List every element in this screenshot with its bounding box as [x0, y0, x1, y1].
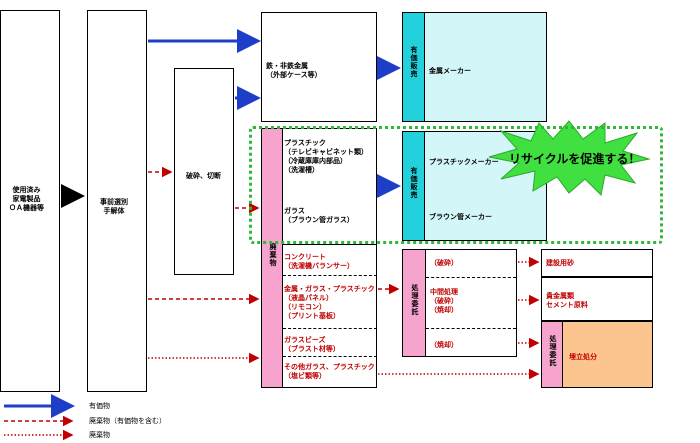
legend-label-waste: 廃棄物 — [89, 431, 110, 439]
preprocess-label: 事前選別 手解体 — [100, 198, 128, 215]
beads-item: ガラスビーズ （ブラスト材等） — [284, 336, 340, 353]
shred-label: 破砕、切断 — [186, 172, 221, 180]
plastic-maker-label: プラスチックメーカー — [429, 158, 499, 166]
metal-label: 鉄・非鉄金属 （外部ケース等） — [266, 62, 322, 79]
divider — [283, 275, 377, 276]
source-box: 使用済み 家電製品 ＯＡ機器等 — [0, 10, 60, 392]
concrete-item: コンクリート （洗濯機バランサー） — [284, 253, 354, 270]
metal-maker-box: 金属メーカー — [424, 12, 547, 122]
sale-label-2: 有価販売 — [410, 167, 418, 199]
metal-box: 鉄・非鉄金属 （外部ケース等） — [261, 12, 377, 122]
sand-box: 建設用砂 — [541, 249, 653, 277]
precious-box: 貴金属類 セメント原料 — [541, 277, 653, 321]
burst-text: リサイクルを促進する！ — [509, 152, 641, 166]
contract-box-2: 処理委託 — [541, 321, 563, 388]
legend-label-mixed: 廃棄物（有価物を含む） — [89, 417, 166, 425]
preprocess-box: 事前選別 手解体 — [87, 10, 147, 392]
mid-process: 中間処理 （破砕） （焼却） — [430, 288, 458, 314]
incin-label: （焼却） — [430, 341, 458, 349]
resource-maker-box: プラスチックメーカー ブラウン管メーカー — [424, 131, 547, 241]
burst-shape — [488, 120, 651, 197]
landfill-label: 埋立処分 — [569, 353, 597, 361]
recycle-highlight — [249, 126, 663, 244]
waste-label: 廃棄物 — [269, 243, 277, 267]
contract-label: 処理委託 — [411, 284, 419, 316]
crt-maker-label: ブラウン管メーカー — [429, 213, 492, 221]
glass-group: ガラス （ブラウン管ガラス） — [284, 207, 354, 224]
contract-label-2: 処理委託 — [549, 335, 557, 367]
sand-label: 建設用砂 — [546, 259, 574, 267]
source-label: 使用済み 家電製品 ＯＡ機器等 — [9, 186, 44, 212]
landfill-box: 埋立処分 — [562, 321, 653, 388]
metal-maker-label: 金属メーカー — [429, 67, 471, 75]
legend-label-valuable: 有価物 — [89, 402, 110, 410]
divider — [426, 328, 516, 329]
plastic-group: プラスチック （テレビキャビネット類） （冷蔵庫庫内部品） （洗濯槽） — [284, 139, 368, 174]
sale-box-1: 有価販売 — [402, 12, 425, 122]
crush-label: （破砕） — [430, 259, 458, 267]
sale-label-1: 有価販売 — [410, 46, 418, 78]
process-box: （破砕） 中間処理 （破砕） （焼却） （焼却） — [425, 249, 517, 357]
other-item: その他ガラス、プラスチック （塩ビ類等） — [284, 363, 375, 380]
divider — [283, 244, 377, 245]
divider — [283, 328, 377, 329]
divider — [283, 356, 377, 357]
divider — [426, 277, 516, 278]
shred-box: 破砕、切断 — [174, 68, 234, 275]
precious-label: 貴金属類 セメント原料 — [546, 292, 588, 309]
mixed-item: 金属・ガラス・プラスチック （液晶パネル） （リモコン） （プリント基板） — [284, 285, 375, 320]
contract-box: 処理委託 — [402, 249, 426, 357]
